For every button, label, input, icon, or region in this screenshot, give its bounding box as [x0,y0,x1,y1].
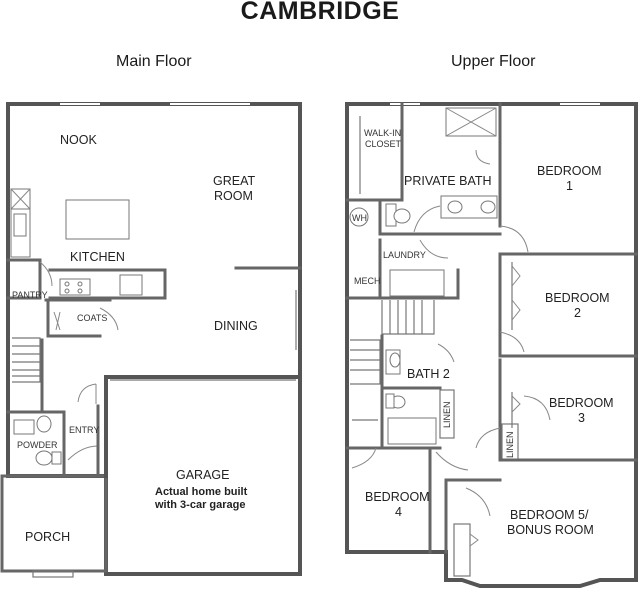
garage-wall [104,375,302,478]
room-label-bedroom4-line2: 4 [395,505,402,519]
room-label-bedroom4-line1: BEDROOM [365,490,430,504]
main-exterior-wall [6,102,302,576]
room-label-private-bath: PRIVATE BATH [404,174,492,188]
room-label-laundry: LAUNDRY [383,250,426,260]
kitchen-island [65,199,130,240]
room-label-bedroom3-line2: 3 [578,411,585,425]
room-label-coats: COATS [77,313,107,323]
room-label-bedroom1-line2: 1 [566,179,573,193]
main-floor-heading: Main Floor [116,53,192,70]
upper-exterior-wall [345,102,638,588]
upper-floor-plan [345,102,638,588]
room-label-bedroom5-line2: BONUS ROOM [507,523,594,537]
room-label-walkin-line2: CLOSET [365,139,402,149]
room-label-bedroom2-line1: BEDROOM [545,291,610,305]
room-label-bath2: BATH 2 [407,367,450,381]
room-label-pantry: PANTRY [12,290,48,300]
porch-outline [0,474,108,573]
garage-note-line2: with 3-car garage [154,499,245,511]
room-label-walkin-line1: WALK-IN [364,128,401,138]
room-label-nook: NOOK [60,133,97,147]
room-label-bedroom3-line1: BEDROOM [549,396,614,410]
room-label-great-room-line1: GREAT [213,174,255,188]
main-floor-plan [0,102,302,578]
room-label-bedroom2-line2: 2 [574,306,581,320]
plan-title: CAMBRIDGE [240,0,400,25]
garage-note-line1: Actual home built [155,486,248,498]
room-label-entry: ENTRY [69,425,99,435]
upper-floor-heading: Upper Floor [451,53,536,70]
room-label-kitchen: KITCHEN [70,250,125,264]
room-label-great-room-line2: ROOM [214,189,253,203]
room-label-linen-bedroom3: LINEN [505,431,515,458]
room-label-garage: GARAGE [176,468,230,482]
room-label-dining: DINING [214,319,258,333]
room-label-porch: PORCH [25,530,70,544]
room-label-mech: MECH [354,276,381,286]
room-label-powder: POWDER [17,440,58,450]
room-label-bedroom5-line1: BEDROOM 5/ [510,508,589,522]
water-heater [349,207,369,227]
room-label-linen-hall: LINEN [442,401,452,428]
room-label-bedroom1-line1: BEDROOM [537,164,602,178]
label-water-heater: WH [352,213,367,223]
